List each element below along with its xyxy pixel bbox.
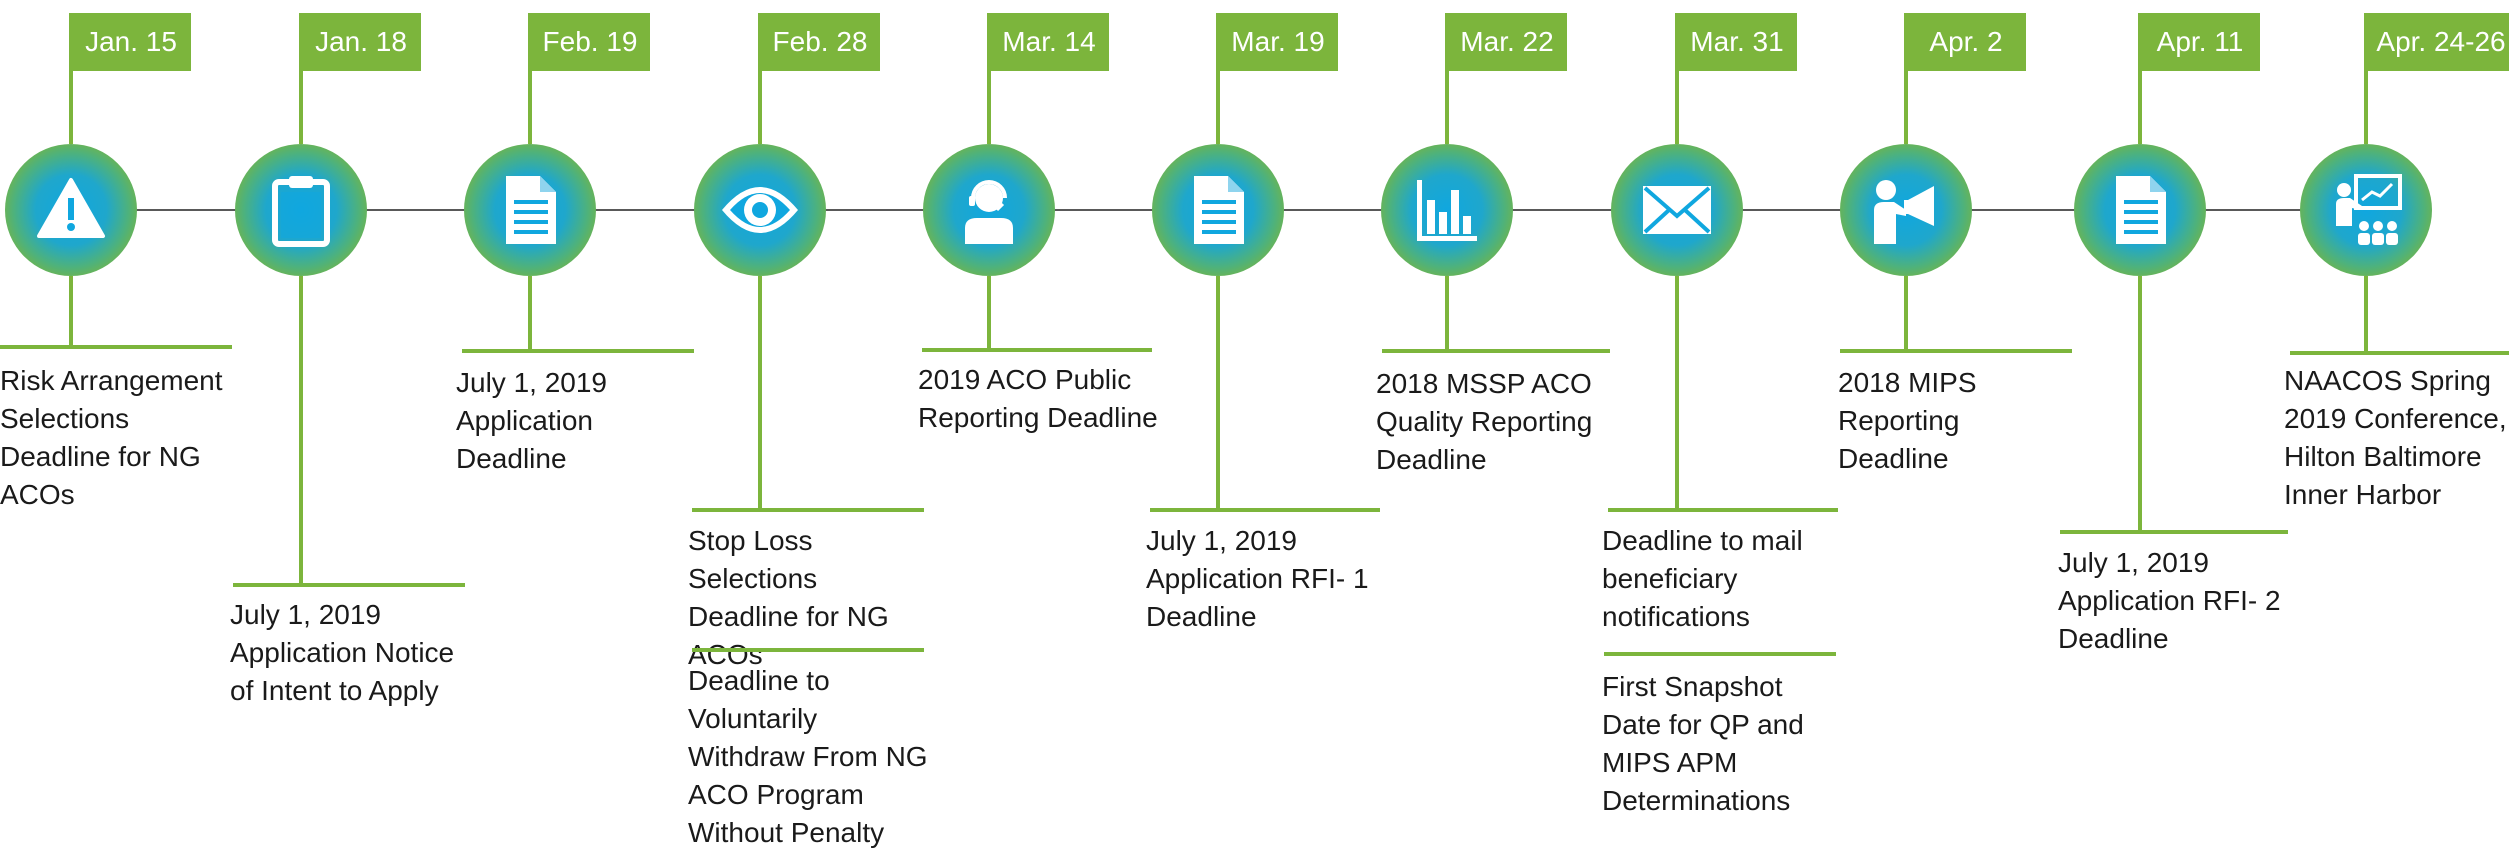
event-description: 2018 MSSP ACO Quality Reporting Deadline (1376, 368, 1593, 475)
label-underline (692, 508, 924, 512)
timeline-node (5, 144, 137, 276)
date-connector (1904, 13, 1908, 144)
label-connector (1445, 276, 1449, 349)
label-underline (692, 648, 924, 652)
timeline-node (923, 144, 1055, 276)
timeline-node (1611, 144, 1743, 276)
document-icon (2116, 176, 2166, 244)
bar-chart-icon (1417, 180, 1477, 241)
event-description: July 1, 2019 Application Notice of Inten… (230, 599, 455, 706)
event-description: July 1, 2019 Application Deadline (456, 367, 607, 474)
document-icon (1194, 176, 1244, 244)
date-label: Apr. 2 (1906, 13, 2026, 71)
date-label: Apr. 24-26 (2366, 13, 2509, 71)
warning-icon (37, 178, 105, 238)
label-connector (69, 276, 73, 345)
event-description: First Snapshot Date for QP and MIPS APM … (1602, 671, 1804, 816)
eye-icon (722, 187, 798, 233)
date-label: Feb. 19 (530, 13, 650, 71)
label-connector (1216, 276, 1220, 508)
timeline-node (1152, 144, 1284, 276)
event-description: Deadline to Voluntarily Withdraw From NG… (688, 665, 928, 848)
date-connector (1675, 13, 1679, 144)
date-connector (69, 13, 73, 144)
envelope-icon (1643, 186, 1711, 234)
label-underline (0, 345, 232, 349)
label-underline (1608, 508, 1838, 512)
label-underline (2290, 351, 2509, 355)
date-connector (758, 13, 762, 144)
date-connector (299, 13, 303, 144)
timeline-node (1840, 144, 1972, 276)
label-connector (1675, 276, 1679, 508)
timeline-node (1381, 144, 1513, 276)
event-description: Stop Loss Selections Deadline for NG ACO… (688, 525, 889, 670)
date-connector (528, 13, 532, 144)
presentation-icon (2336, 174, 2402, 245)
label-underline (462, 349, 694, 353)
timeline-node (235, 144, 367, 276)
label-underline (1150, 508, 1380, 512)
date-connector (2364, 13, 2368, 144)
date-label: Jan. 15 (71, 13, 191, 71)
date-connector (1216, 13, 1220, 144)
timeline-node (694, 144, 826, 276)
label-connector (299, 276, 303, 583)
timeline-node (464, 144, 596, 276)
date-connector (2138, 13, 2142, 144)
label-underline (1604, 652, 1836, 656)
label-connector (2364, 276, 2368, 351)
event-description: Deadline to mail beneficiary notificatio… (1602, 525, 1803, 632)
document-icon (506, 176, 556, 244)
label-connector (758, 276, 762, 508)
timeline-node (2300, 144, 2432, 276)
event-description: July 1, 2019 Application RFI- 2 Deadline (2058, 547, 2281, 654)
clipboard-icon (272, 176, 330, 247)
label-underline (1382, 349, 1610, 353)
date-label: Mar. 22 (1447, 13, 1567, 71)
timeline-node (2074, 144, 2206, 276)
label-connector (1904, 276, 1908, 349)
event-description: 2019 ACO Public Reporting Deadline (918, 364, 1158, 433)
label-connector (987, 276, 991, 348)
headset-person-icon (965, 180, 1013, 244)
date-connector (987, 13, 991, 144)
label-underline (922, 348, 1152, 352)
date-label: Feb. 28 (760, 13, 880, 71)
megaphone-person-icon (1874, 180, 1934, 244)
date-label: Apr. 11 (2140, 13, 2260, 71)
label-underline (1840, 349, 2072, 353)
event-description: July 1, 2019 Application RFI- 1 Deadline (1146, 525, 1369, 632)
date-label: Mar. 14 (989, 13, 1109, 71)
date-connector (1445, 13, 1449, 144)
date-label: Mar. 19 (1218, 13, 1338, 71)
label-connector (528, 276, 532, 349)
label-connector (2138, 276, 2142, 530)
event-description: Risk Arrangement Selections Deadline for… (0, 365, 223, 510)
label-underline (233, 583, 465, 587)
event-description: 2018 MIPS Reporting Deadline (1838, 367, 1977, 474)
date-label: Mar. 31 (1677, 13, 1797, 71)
label-underline (2060, 530, 2288, 534)
date-label: Jan. 18 (301, 13, 421, 71)
event-description: NAACOS Spring 2019 Conference, Hilton Ba… (2284, 365, 2507, 510)
